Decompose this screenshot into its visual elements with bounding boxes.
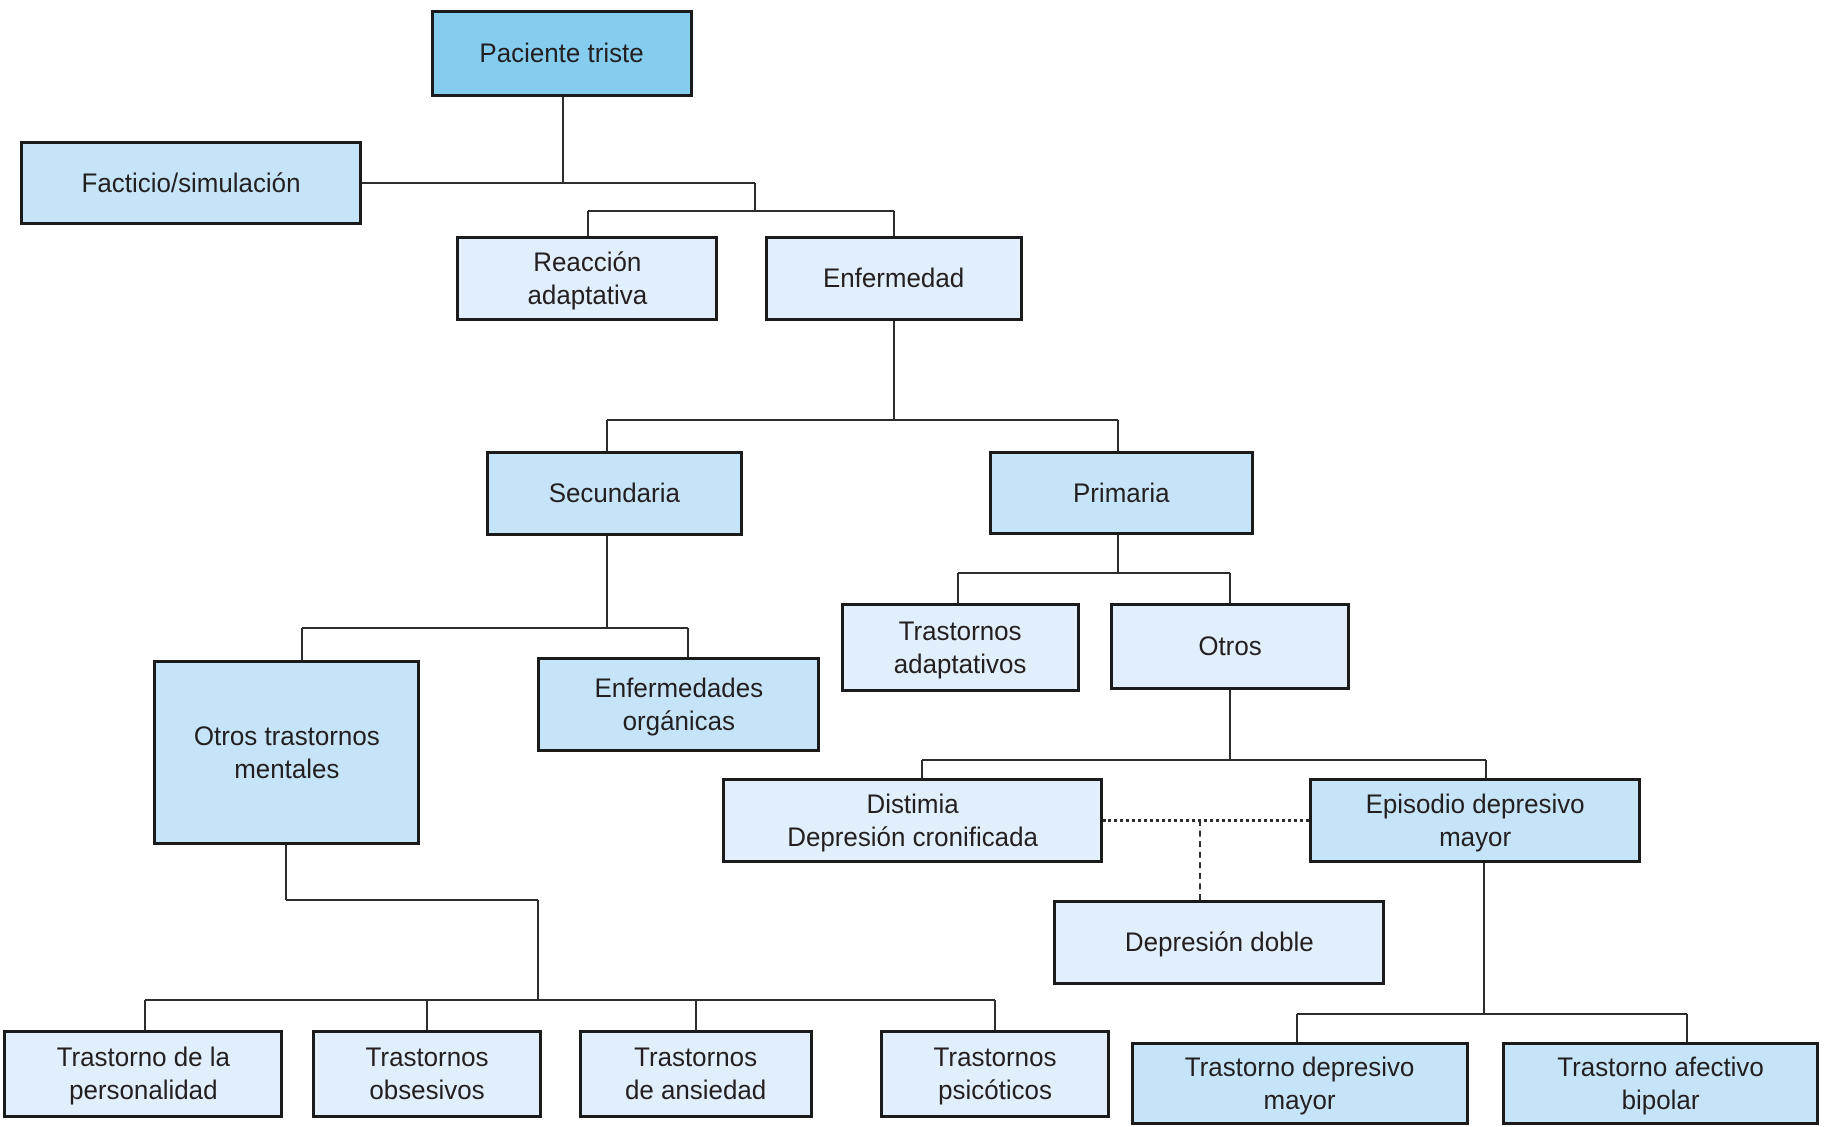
connector-line: [144, 1000, 146, 1030]
node-label: Depresión doble: [1124, 927, 1314, 958]
connector-line: [145, 999, 995, 1001]
node-otros: Otros: [1110, 603, 1350, 690]
node-label: Trastornos de ansiedad: [625, 1042, 767, 1105]
connector-line: [1229, 690, 1231, 760]
connector-line: [362, 182, 755, 184]
connector-line: [286, 899, 538, 901]
connector-line: [754, 183, 756, 211]
node-label: Enfermedades orgánicas: [594, 672, 763, 736]
node-label: Otros trastornos mentales: [193, 720, 380, 784]
connector-line: [1117, 535, 1119, 573]
node-label: Trastorno afectivo bipolar: [1557, 1051, 1764, 1115]
connector-line: [687, 628, 689, 657]
connector-line: [606, 536, 608, 628]
node-trastornos-de-ansiedad: Trastornos de ansiedad: [579, 1030, 813, 1118]
node-distimia-depresion-cronificada: Distimia Depresión cronificada: [722, 778, 1103, 863]
connector-line: [537, 900, 539, 1000]
node-enfermedades-organicas: Enfermedades orgánicas: [537, 657, 820, 752]
connector-line: [1296, 1014, 1298, 1042]
connector-line: [1199, 820, 1201, 900]
connector-line: [695, 1000, 697, 1030]
node-episodio-depresivo-mayor: Episodio depresivo mayor: [1309, 778, 1641, 863]
connector-line: [1297, 1013, 1687, 1015]
connector-line: [1103, 819, 1309, 822]
connector-line: [606, 420, 608, 451]
connector-line: [1485, 760, 1487, 778]
node-label: Facticio/simulación: [81, 167, 301, 198]
node-secundaria: Secundaria: [486, 451, 743, 536]
connector-line: [921, 760, 923, 778]
node-reaccion-adaptativa: Reacción adaptativa: [456, 236, 718, 321]
node-label: Primaria: [1073, 477, 1170, 508]
connector-line: [957, 573, 959, 603]
node-label: Enfermedad: [823, 263, 965, 294]
connector-line: [958, 572, 1230, 574]
connector-line: [994, 1000, 996, 1030]
node-otros-trastornos-mentales: Otros trastornos mentales: [153, 660, 420, 845]
node-primaria: Primaria: [989, 451, 1254, 535]
node-label: Paciente triste: [479, 38, 645, 69]
node-label: Trastorno de la personalidad: [56, 1042, 230, 1105]
connector-line: [587, 211, 589, 236]
node-label: Trastornos adaptativos: [894, 615, 1027, 679]
connector-line: [588, 210, 894, 212]
connector-line: [1686, 1014, 1688, 1042]
node-enfermedad: Enfermedad: [765, 236, 1023, 321]
connector-line: [893, 211, 895, 236]
connector-line: [893, 321, 895, 420]
connector-line: [285, 845, 287, 900]
connector-line: [922, 759, 1486, 761]
node-trastorno-afectivo-bipolar: Trastorno afectivo bipolar: [1502, 1042, 1819, 1125]
node-label: Trastorno depresivo mayor: [1185, 1051, 1415, 1115]
connector-line: [1483, 863, 1485, 1014]
connector-line: [1229, 573, 1231, 603]
connector-line: [302, 627, 688, 629]
node-label: Episodio depresivo mayor: [1365, 788, 1585, 852]
node-paciente-triste: Paciente triste: [431, 10, 693, 97]
node-trastornos-obsesivos: Trastornos obsesivos: [312, 1030, 542, 1118]
node-label: Trastornos psicóticos: [933, 1042, 1057, 1105]
connector-line: [426, 1000, 428, 1030]
node-label: Distimia Depresión cronificada: [787, 788, 1038, 852]
node-label: Reacción adaptativa: [527, 246, 647, 310]
connector-line: [607, 419, 1118, 421]
node-trastornos-adaptativos: Trastornos adaptativos: [841, 603, 1080, 692]
node-label: Trastornos obsesivos: [365, 1042, 489, 1105]
node-depresion-doble: Depresión doble: [1053, 900, 1385, 985]
node-facticio-simulacion: Facticio/simulación: [20, 141, 362, 225]
connector-line: [1117, 420, 1119, 451]
node-trastorno-depresivo-mayor: Trastorno depresivo mayor: [1131, 1042, 1469, 1125]
connector-line: [562, 97, 564, 183]
node-trastorno-de-la-personalidad: Trastorno de la personalidad: [3, 1030, 283, 1118]
node-trastornos-psicoticos: Trastornos psicóticos: [880, 1030, 1110, 1118]
node-label: Otros: [1198, 631, 1262, 662]
connector-line: [301, 628, 303, 660]
node-label: Secundaria: [548, 478, 681, 509]
